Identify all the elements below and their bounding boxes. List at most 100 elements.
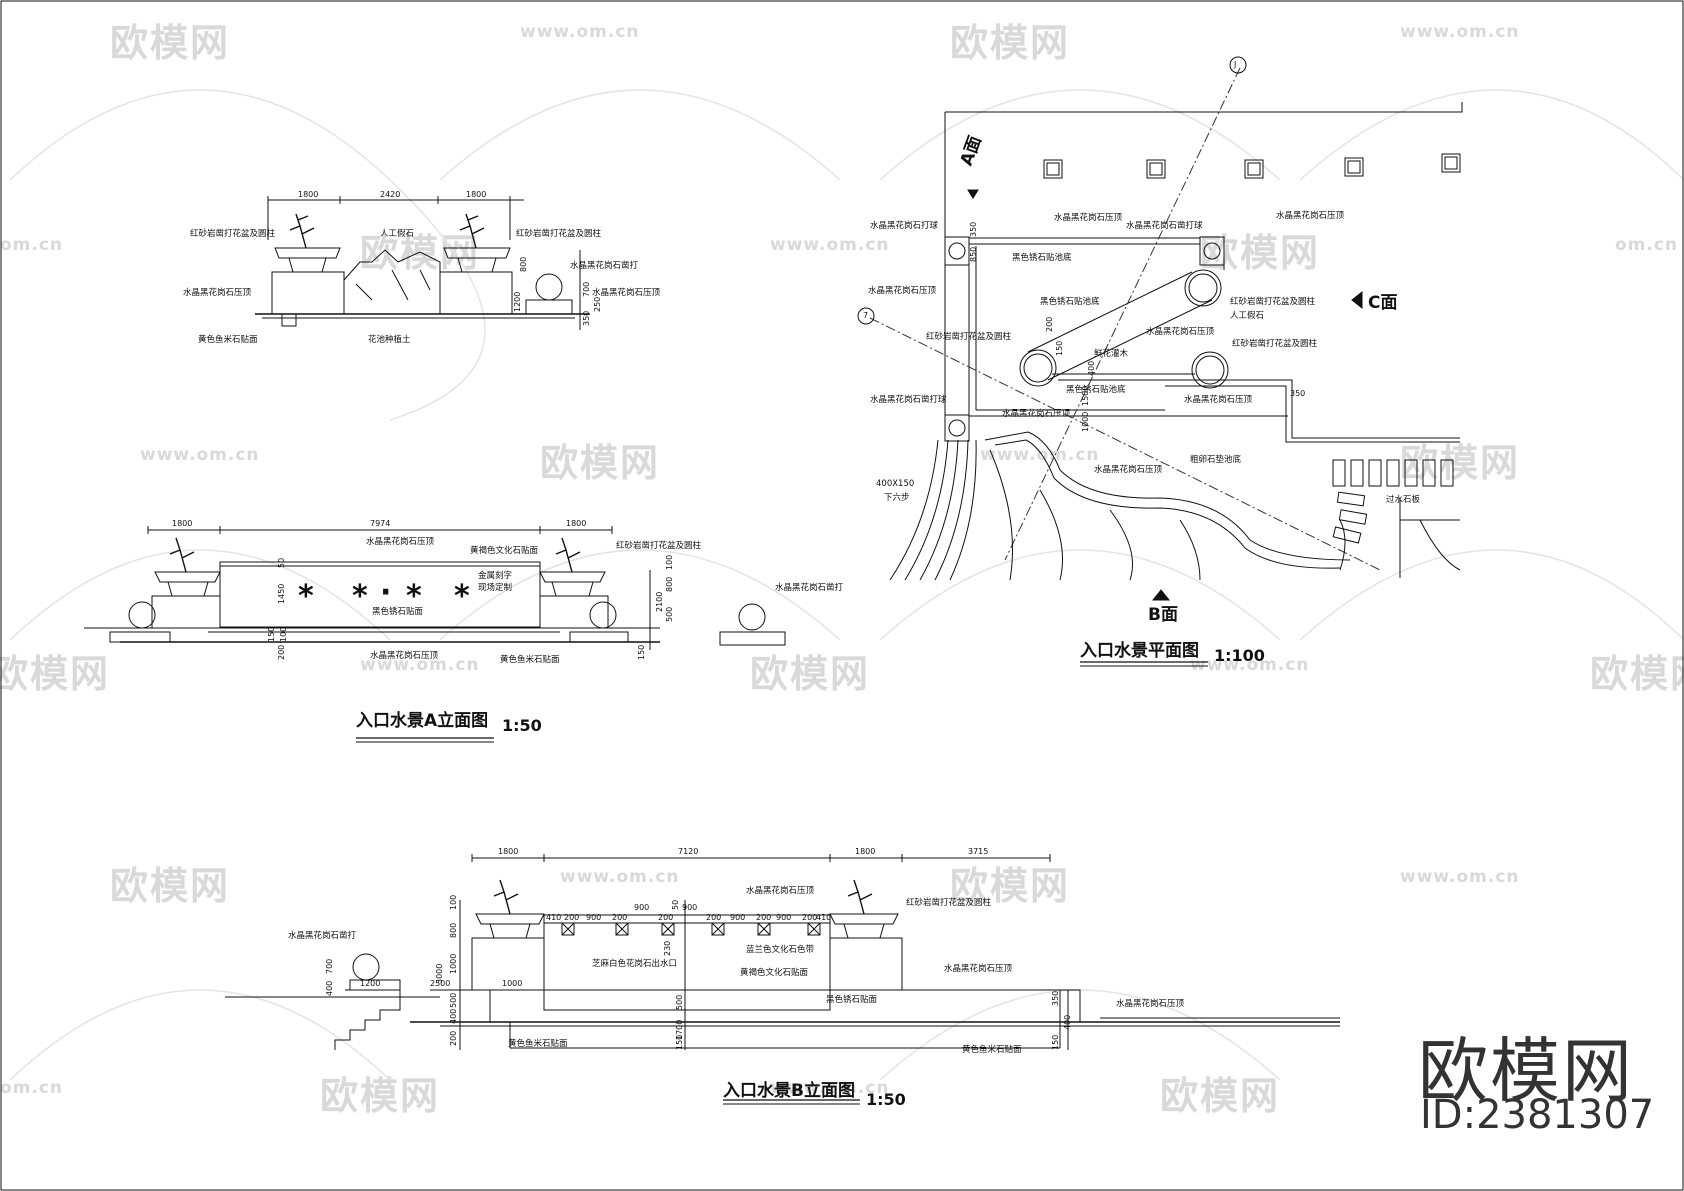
label-yellow-brown: 黄褐色文化石贴面 [740, 968, 809, 978]
star-mark: * [454, 579, 470, 614]
label-yellow-rice-stone: 黄色鱼米石贴面 [198, 335, 258, 345]
label-coarse-stone: 粗卵石垫池底 [1190, 455, 1242, 465]
dim-sub: 200 [612, 913, 628, 922]
label-crystal-cap: 水晶黑花岗石压顶 [370, 651, 439, 661]
drawing-scale: 1:50 [866, 1090, 906, 1109]
dim-top: 1800 [855, 847, 876, 856]
label-custom: 现场定制 [478, 583, 513, 593]
drawing-scale: 1:100 [1214, 646, 1265, 665]
dim-vertical: 200 [449, 1030, 458, 1046]
dim-vertical: 100 [279, 626, 288, 642]
label-crystal-cap: 水晶黑花岗石压顶 [746, 886, 815, 896]
dim-sub: 200 [706, 913, 722, 922]
dim-sub: 200 [802, 913, 818, 922]
dim-vertical: 350 [969, 221, 978, 237]
dim-sub: 900 [730, 913, 746, 922]
label-sesame-white: 芝麻白色花岗石出水口 [592, 959, 678, 969]
label-crystal-cap: 水晶黑花岗石压顶 [1146, 327, 1215, 337]
dim-vertical: 1200 [513, 291, 522, 312]
dim-vertical: 150 [675, 1034, 684, 1050]
drawing-title: 入口水景A立面图 [356, 711, 489, 731]
dim-sub: 900 [634, 903, 650, 912]
dim-vertical: 800 [519, 256, 528, 272]
dim-vertical: 1500 [1081, 385, 1090, 406]
label-black-rust: 黑色锈石贴面 [372, 607, 424, 617]
label-yellow-rice: 黄色鱼米石贴面 [962, 1045, 1022, 1055]
label-red-sandstone: 红砂岩凿打花盆及圆柱 [516, 229, 602, 239]
label-black-rust: 黑色锈石贴面 [826, 995, 878, 1005]
label-crystal-cap: 水晶黑花岗石压顶 [1276, 211, 1345, 221]
dim-vertical: 150 [637, 644, 646, 660]
dim-vertical: 2100 [655, 591, 664, 612]
dim-vertical: 400 [1063, 1014, 1072, 1030]
dim-vertical: 100 [449, 894, 458, 910]
label-crystal-cap: 水晶黑花岗石压顶 [868, 286, 937, 296]
dim-vertical: 200 [277, 644, 286, 660]
dim-vertical: 850 [969, 246, 978, 262]
label-crystal-ball: 水晶黑花岗石凿打 [775, 583, 844, 593]
label-red-sandstone: 红砂岩凿打花盆及圆柱 [616, 541, 702, 551]
label-yellow-rice: 黄色鱼米石贴面 [508, 1039, 568, 1049]
label-yellow-rice: 黄色鱼米石贴面 [500, 655, 560, 665]
dim-vertical: 400 [1087, 360, 1096, 376]
label-red-sandstone: 红砂岩凿打花盆及圆柱 [1232, 339, 1318, 349]
dim-vertical: 150 [1051, 1034, 1060, 1050]
label-crystal-ball: 水晶黑花岗石凿打球 [870, 395, 947, 405]
dim-sub: 200 [564, 913, 580, 922]
label-red-sandstone: 红砂岩凿打花盆及圆柱 [906, 898, 992, 908]
dim-top: 1800 [498, 847, 519, 856]
star-mark: * [406, 579, 422, 614]
dim-top: 2420 [380, 190, 401, 199]
face-c-marker: C面 [1368, 293, 1398, 313]
label-crystal-cap: 水晶黑花岗石压顶 [1054, 213, 1123, 223]
label-crystal-cap: 水晶黑花岗石压顶 [592, 288, 661, 298]
dim-vertical: 700 [325, 958, 334, 974]
label-crystal-ball: 水晶黑花岗石打球 [870, 221, 939, 231]
dim-top: 1800 [466, 190, 487, 199]
star-mark: * [298, 579, 314, 614]
dim-top: 7120 [678, 847, 699, 856]
dim-vertical: 500 [675, 994, 684, 1010]
dim-sub: 900 [586, 913, 602, 922]
dim-vertical: 350 [1051, 990, 1060, 1006]
dim-vertical: 3000 [435, 963, 444, 984]
label-black-rust-pool: 黑色锈石贴池底 [1040, 297, 1100, 307]
dim-vertical: 250 [593, 296, 602, 312]
dim-top: 1800 [566, 519, 587, 528]
dim-top: 1800 [172, 519, 193, 528]
dim-top: 3715 [968, 847, 989, 856]
dim-vertical: 100 [665, 554, 674, 570]
dim-vertical: 350 [582, 310, 591, 326]
dim-vertical: 200 [1045, 316, 1054, 332]
label-black-rust-pool: 黑色锈石贴池底 [1012, 253, 1072, 263]
dim-sub: 900 [682, 903, 698, 912]
face-b-marker: B面 [1148, 605, 1178, 625]
drawing-scale: 1:50 [502, 716, 542, 735]
dim-vertical: 500 [449, 992, 458, 1008]
label-yellow-brown-culture: 黄褐色文化石贴面 [470, 546, 539, 556]
dim-vertical: 400 [325, 980, 334, 996]
drawing-title: 入口水景B立面图 [723, 1081, 855, 1101]
dim-vertical: 50 [671, 899, 680, 910]
star-mark: · [380, 575, 392, 610]
dim-vertical: 150 [267, 626, 276, 642]
label-red-sandstone: 红砂岩凿打花盆及圆柱 [190, 229, 276, 239]
dim-sub: 200 [658, 913, 674, 922]
dim-vertical: 150 [1055, 340, 1064, 356]
dim-label: 1000 [502, 979, 523, 988]
label-red-sandstone: 红砂岩凿打花盆及圆柱 [1230, 297, 1316, 307]
label-crystal-ball: 水晶黑花岗石凿打 [288, 931, 357, 941]
label-crystal-cap: 水晶黑花岗石压顶 [1094, 465, 1163, 475]
drawing-title: 入口水景平面图 [1080, 641, 1199, 661]
label-flower-shrub: 鲜花灌木 [1094, 349, 1129, 359]
label-steps: 下六步 [884, 493, 910, 503]
dim-top: 7974 [370, 519, 391, 528]
dim-vertical: 400 [449, 1008, 458, 1024]
axis-label: J [1234, 60, 1237, 69]
label-crystal-cap: 水晶黑花岗石压顶 [1002, 409, 1071, 419]
dim-vertical: 500 [665, 606, 674, 622]
elevation-a2-drawing [84, 526, 786, 650]
label-artificial-rock: 人工假石 [1230, 311, 1265, 321]
dim-sub: 410 [546, 913, 562, 922]
